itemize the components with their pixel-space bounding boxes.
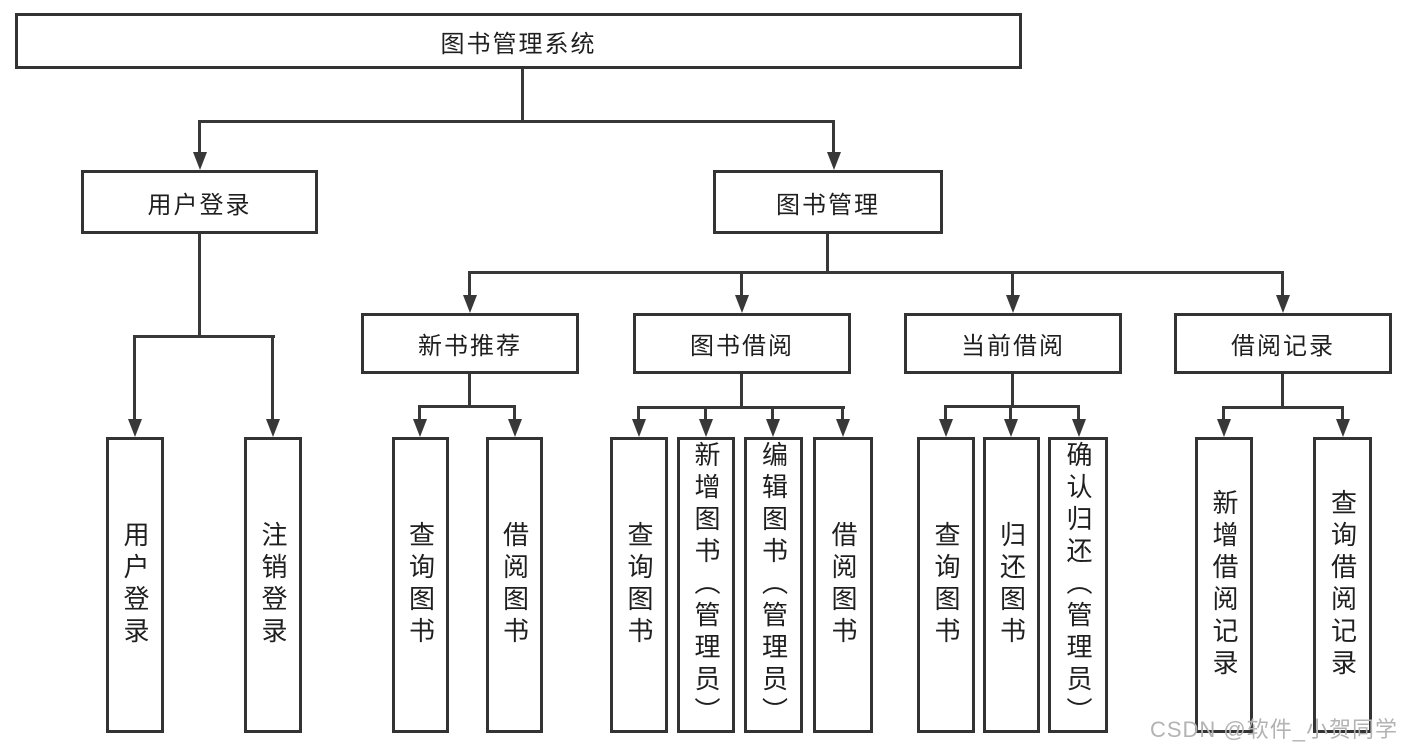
connector-line xyxy=(521,69,524,120)
connector-line xyxy=(944,405,947,419)
connector-line xyxy=(198,120,201,152)
connector-line xyxy=(832,120,835,152)
arrow-down-icon xyxy=(193,152,207,170)
connector-line xyxy=(1222,406,1344,409)
arrow-down-icon xyxy=(836,419,850,437)
connector-line xyxy=(418,405,516,408)
leaf-borrow-books-recommend: 借阅图书 xyxy=(486,437,543,733)
connector-line xyxy=(198,234,201,335)
connector-line xyxy=(637,406,640,419)
connector-line xyxy=(1011,271,1014,295)
node-borrowing-records: 借阅记录 xyxy=(1174,313,1392,374)
connector-line xyxy=(740,374,743,406)
connector-line xyxy=(1011,374,1014,405)
node-user-login: 用户登录 xyxy=(81,170,318,234)
leaf-user-login: 用户登录 xyxy=(106,437,164,733)
connector-line xyxy=(704,406,707,419)
arrow-down-icon xyxy=(699,419,713,437)
leaf-confirm-return-admin: 确认归还（管理员） xyxy=(1048,437,1108,733)
node-book-borrowing: 图书借阅 xyxy=(633,313,851,374)
connector-line xyxy=(826,234,829,272)
arrow-down-icon xyxy=(735,295,749,313)
connector-line xyxy=(133,335,136,419)
connector-line xyxy=(468,271,1284,274)
arrow-down-icon xyxy=(1276,295,1290,313)
leaf-query-books-recommend: 查询图书 xyxy=(392,437,449,733)
node-library-system: 图书管理系统 xyxy=(15,13,1022,69)
connector-line xyxy=(1009,405,1012,419)
connector-line xyxy=(1077,405,1080,419)
leaf-query-books-current: 查询图书 xyxy=(917,437,975,733)
connector-line xyxy=(1281,271,1284,295)
leaf-query-books-borrowing: 查询图书 xyxy=(610,437,668,733)
connector-line xyxy=(133,335,275,338)
arrow-down-icon xyxy=(463,295,477,313)
connector-line xyxy=(198,120,835,123)
connector-line xyxy=(1341,406,1344,419)
connector-line xyxy=(771,406,774,419)
connector-line xyxy=(841,406,844,419)
connector-line xyxy=(740,271,743,295)
arrow-down-icon xyxy=(413,419,427,437)
csdn-watermark: CSDN @软件_小贺同学 xyxy=(1149,717,1398,742)
arrow-down-icon xyxy=(939,419,953,437)
arrow-down-icon xyxy=(128,419,142,437)
leaf-return-books: 归还图书 xyxy=(983,437,1040,733)
arrow-down-icon xyxy=(1006,295,1020,313)
connector-line xyxy=(944,405,1080,408)
connector-line xyxy=(513,405,516,419)
leaf-borrow-books-borrowing: 借阅图书 xyxy=(813,437,873,733)
connector-line xyxy=(468,271,471,295)
node-book-management: 图书管理 xyxy=(713,170,943,234)
arrow-down-icon xyxy=(1072,419,1086,437)
connector-line xyxy=(468,374,471,405)
leaf-add-books-admin: 新增图书（管理员） xyxy=(677,437,735,733)
arrow-down-icon xyxy=(766,419,780,437)
arrow-down-icon xyxy=(827,152,841,170)
arrow-down-icon xyxy=(508,419,522,437)
connector-line xyxy=(271,335,274,419)
node-current-borrowing: 当前借阅 xyxy=(904,313,1122,374)
arrow-down-icon xyxy=(1004,419,1018,437)
arrow-down-icon xyxy=(1217,419,1231,437)
leaf-edit-books-admin: 编辑图书（管理员） xyxy=(744,437,803,733)
connector-line xyxy=(1222,406,1225,419)
connector-line xyxy=(637,406,845,409)
leaf-logout: 注销登录 xyxy=(244,437,302,733)
arrow-down-icon xyxy=(266,419,280,437)
leaf-add-borrow-record: 新增借阅记录 xyxy=(1195,437,1253,733)
connector-line xyxy=(1281,374,1284,406)
node-new-book-recommend: 新书推荐 xyxy=(361,313,579,374)
arrow-down-icon xyxy=(1336,419,1350,437)
connector-line xyxy=(418,405,421,419)
leaf-query-borrow-record: 查询借阅记录 xyxy=(1313,437,1372,733)
arrow-down-icon xyxy=(632,419,646,437)
